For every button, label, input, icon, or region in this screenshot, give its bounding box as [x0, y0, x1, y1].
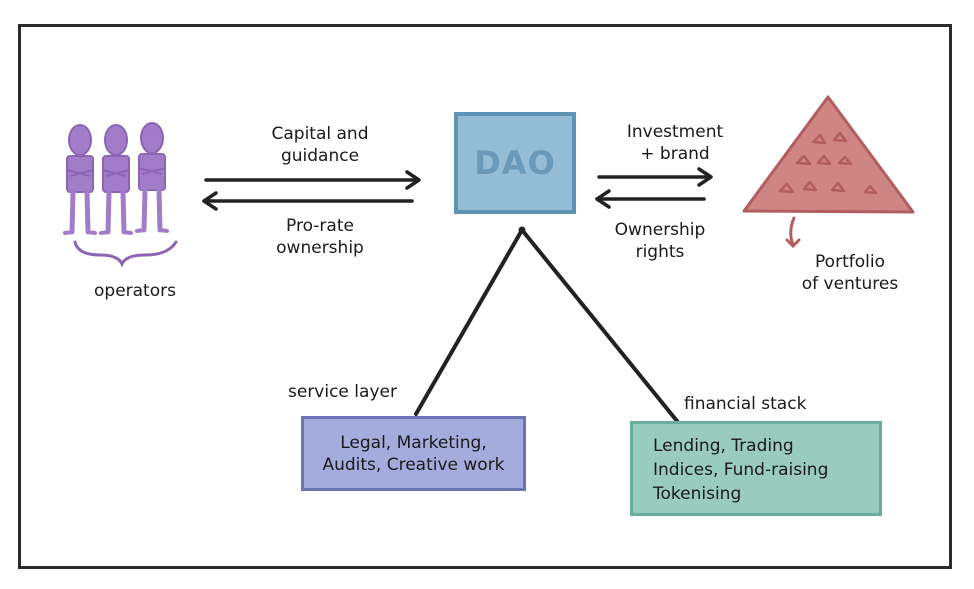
arrow-investment-to-portfolio	[597, 167, 713, 187]
arrow-rights-from-portfolio	[595, 189, 706, 209]
portfolio-pyramid-icon	[742, 95, 915, 249]
operator-figure-icon	[65, 125, 95, 233]
arrow-ownership-from-dao	[202, 191, 414, 211]
capital-label: Capital and guidance	[240, 123, 400, 167]
portfolio-label-line1: Portfolio	[815, 252, 885, 272]
service-layer-title: service layer	[288, 382, 397, 402]
dao-branch-lines	[414, 226, 679, 423]
investment-label: Investment + brand	[600, 121, 750, 165]
capital-label-line1: Capital and	[271, 124, 369, 144]
operators-label: operators	[94, 281, 176, 301]
pro-rate-label: Pro-rate ownership	[240, 215, 400, 259]
pro-rate-label-line2: ownership	[276, 238, 364, 258]
investment-label-line2: + brand	[640, 144, 710, 164]
service-layer-box: Legal, Marketing, Audits, Creative work	[301, 416, 526, 491]
financial-stack-box: Lending, Trading Indices, Fund-raising T…	[630, 421, 882, 516]
operators-brace-icon	[73, 240, 178, 268]
dao-box: DAO	[454, 112, 576, 214]
financial-stack-line1: Lending, Trading	[653, 436, 794, 456]
financial-stack-title: financial stack	[684, 394, 807, 414]
pro-rate-label-line1: Pro-rate	[286, 216, 354, 236]
financial-stack-line2: Indices, Fund-raising	[653, 460, 829, 480]
dao-label: DAO	[474, 144, 556, 182]
portfolio-label: Portfolio of ventures	[780, 251, 920, 295]
ownership-rights-label-line1: Ownership	[614, 220, 706, 240]
ownership-rights-label: Ownership rights	[595, 219, 725, 263]
capital-label-line2: guidance	[280, 146, 360, 166]
ownership-rights-label-line2: rights	[635, 242, 685, 262]
portfolio-pointer-arrow-icon	[789, 216, 796, 247]
arrow-capital-to-dao	[204, 170, 421, 190]
diagram-frame	[18, 24, 952, 569]
venture-triangles	[778, 131, 878, 195]
operator-figure-icon	[101, 125, 131, 233]
service-layer-line1: Legal, Marketing,	[340, 432, 487, 453]
investment-label-line1: Investment	[626, 122, 724, 142]
financial-stack-line3: Tokenising	[653, 484, 742, 504]
operator-figure-icon	[137, 123, 167, 231]
operators-group	[65, 123, 178, 268]
portfolio-label-line2: of ventures	[801, 274, 899, 294]
service-layer-line2: Audits, Creative work	[322, 454, 505, 475]
